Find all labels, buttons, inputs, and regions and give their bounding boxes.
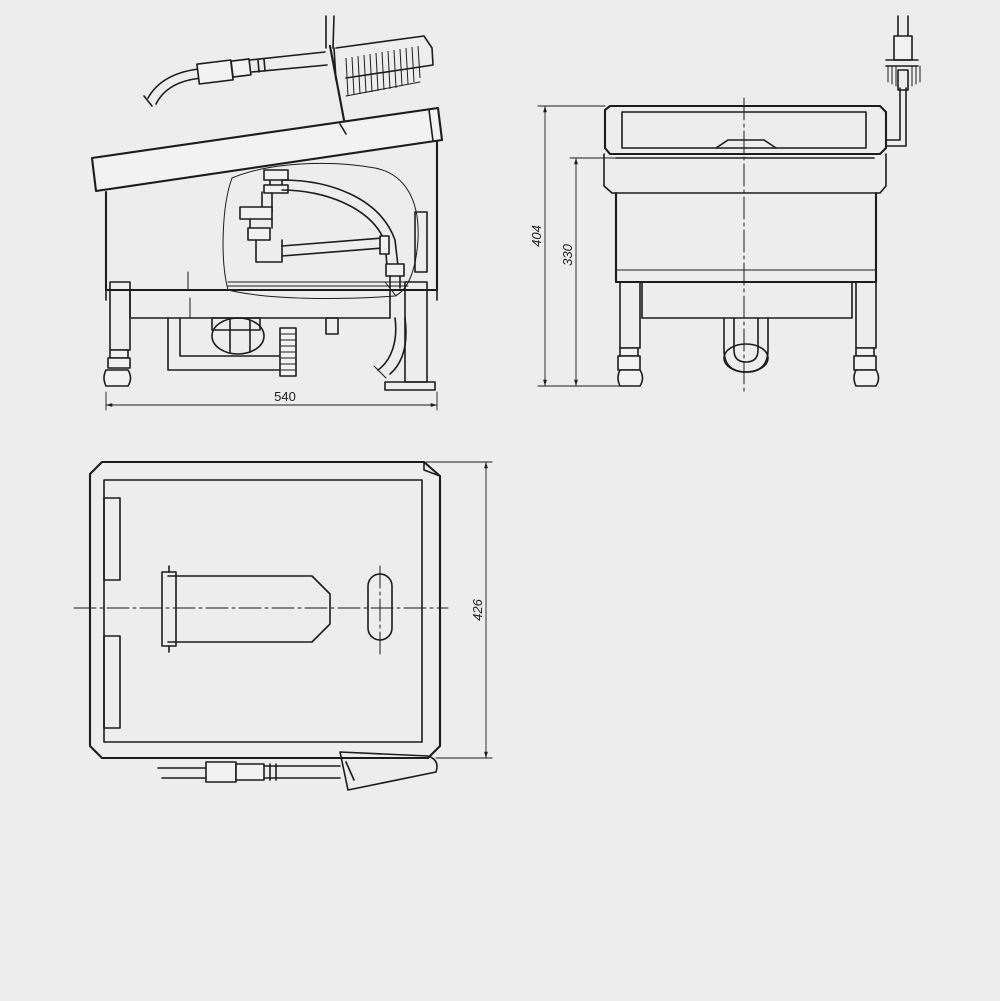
side-legs <box>617 281 880 387</box>
side-view: 404 330 <box>529 15 921 393</box>
side-hose-brush <box>885 15 921 147</box>
dim-height-body: 330 <box>560 157 617 387</box>
front-hose-brush <box>143 15 434 135</box>
dim-width-front: 540 <box>105 389 438 411</box>
cutaway-outline <box>222 162 419 299</box>
dim-label-330: 330 <box>560 243 575 265</box>
top-spout <box>167 575 331 643</box>
brush-bristles <box>345 45 421 97</box>
tilted-lid <box>90 106 444 193</box>
top-view: 426 <box>73 460 493 791</box>
internal-pipework <box>239 169 405 297</box>
dim-depth-top: 426 <box>425 461 493 759</box>
dim-label-540: 540 <box>274 389 296 404</box>
dim-label-404: 404 <box>529 225 544 247</box>
dim-height-overall: 404 <box>529 105 621 387</box>
drain-slot <box>367 573 393 641</box>
drain-u-trap <box>723 317 769 373</box>
dim-label-426: 426 <box>470 598 485 620</box>
front-legs <box>103 281 436 391</box>
front-view: 540 <box>90 15 444 411</box>
top-hose-brush <box>157 751 438 791</box>
front-body <box>104 140 439 292</box>
drain-assembly <box>167 317 407 379</box>
